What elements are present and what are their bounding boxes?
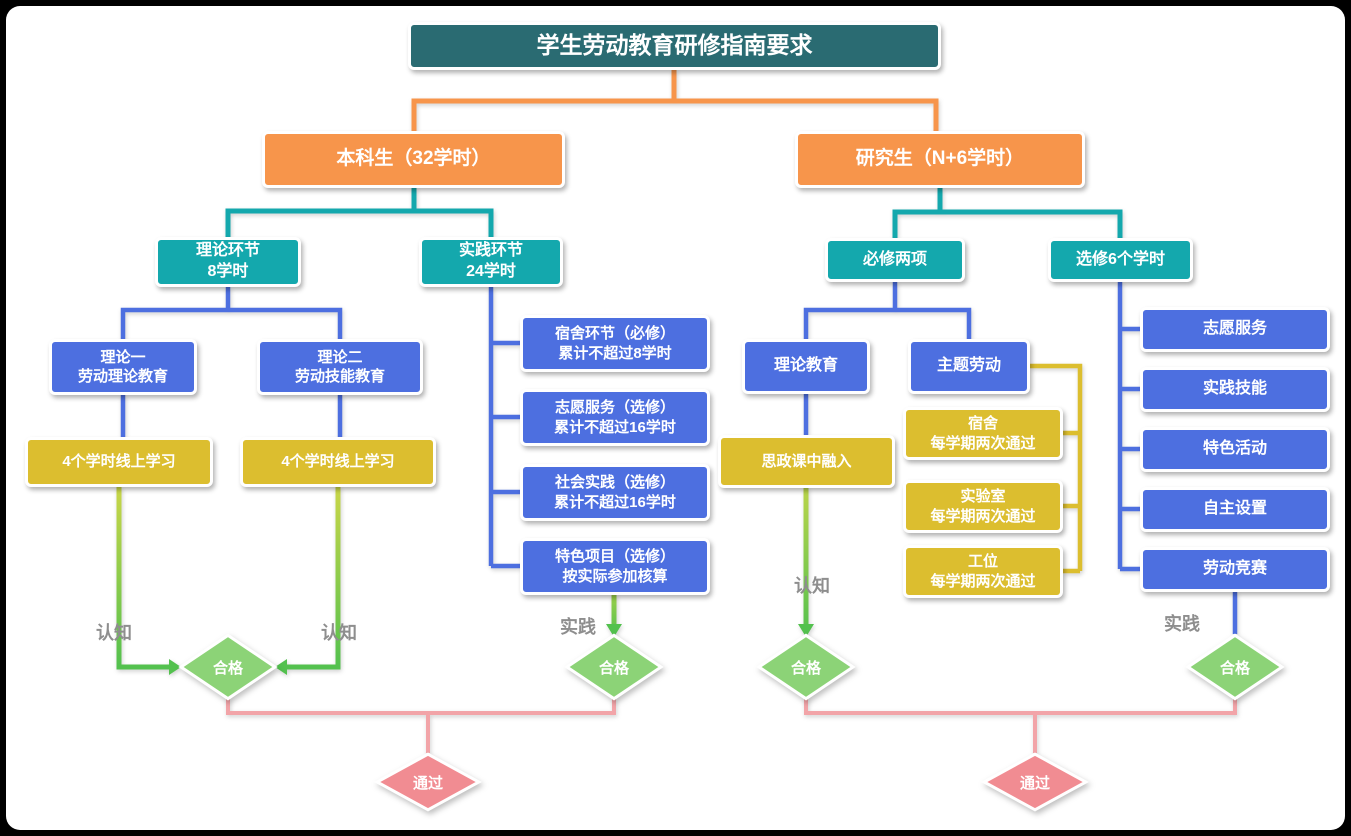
node-labor-dorm-label: 宿舍 每学期两次通过 (930, 415, 1036, 452)
node-ug-practice: 实践环节 24学时 (419, 237, 563, 287)
node-practice-dorm-label: 宿舍环节（必修） 累计不超过8学时 (554, 325, 675, 362)
node-elective6-label: 选修6个学时 (1076, 250, 1165, 268)
node-elective-self-label: 自主设置 (1202, 500, 1267, 518)
title-text: 学生劳动教育研修指南要求 (536, 32, 813, 59)
node-online1: 4个学时线上学习 (25, 437, 213, 487)
node-ug-theory-label: 理论环节 8学时 (195, 242, 260, 280)
diamond-pass-elective-grad: 合格 (1186, 634, 1284, 700)
node-grad-theory: 理论教育 (742, 339, 870, 394)
node-practice-special: 特色项目（选修） 按实际参加核算 (520, 538, 710, 595)
node-labor-dorm: 宿舍 每学期两次通过 (903, 407, 1063, 460)
node-practice-special-label: 特色项目（选修） 按实际参加核算 (554, 548, 675, 585)
node-elective-self: 自主设置 (1140, 487, 1330, 532)
node-practice-social-label: 社会实践（选修） 累计不超过16学时 (554, 474, 676, 511)
node-elective-volunteer-label: 志愿服务 (1202, 320, 1267, 338)
diamond-pass-label: 合格 (598, 659, 629, 677)
node-elective-skill: 实践技能 (1140, 367, 1330, 412)
node-grad: 研究生（N+6学时） (795, 131, 1085, 188)
teal-connector-undergrad (225, 188, 494, 237)
yellow-connector-labor (1030, 363, 1083, 574)
label-cognition-2: 认知 (321, 623, 357, 643)
diamond-shape (759, 635, 853, 698)
diamond-shape (377, 754, 479, 810)
diamond-pass-theory-ug: 合格 (179, 634, 277, 700)
diamond-final-ug: 通过 (375, 753, 481, 811)
diamond-pass-label: 合格 (212, 659, 243, 677)
node-theory1-label: 理论一 劳动理论教育 (77, 348, 168, 386)
blue-connector-practice (488, 287, 520, 569)
node-required-two-label: 必修两项 (862, 250, 927, 268)
arrow-theory1 (116, 487, 170, 670)
label-practice-2: 实践 (1164, 614, 1200, 634)
node-ug-theory: 理论环节 8学时 (155, 237, 301, 287)
arrowhead-theory2 (275, 659, 287, 675)
node-elective-skill-label: 实践技能 (1202, 380, 1267, 398)
pink-connector (226, 698, 1237, 753)
node-elective-activity-label: 特色活动 (1202, 440, 1267, 458)
node-practice-dorm: 宿舍环节（必修） 累计不超过8学时 (520, 315, 710, 372)
node-required-two: 必修两项 (825, 238, 965, 282)
diamond-pass-practice-ug: 合格 (565, 634, 663, 700)
node-practice-social: 社会实践（选修） 累计不超过16学时 (520, 464, 710, 521)
node-labor-lab-label: 实验室 每学期两次通过 (930, 488, 1036, 525)
node-practice-volunteer-label: 志愿服务（选修） 累计不超过16学时 (554, 399, 676, 436)
node-ug-practice-label: 实践环节 24学时 (458, 242, 523, 280)
node-elective-volunteer: 志愿服务 (1140, 307, 1330, 352)
diamond-pass-label: 合格 (1219, 659, 1250, 677)
blue-connector-theory (120, 287, 343, 437)
diamond-final-grad: 通过 (982, 753, 1088, 811)
node-grad-labor: 主题劳动 (908, 339, 1030, 394)
label-practice-1: 实践 (560, 617, 596, 637)
node-grad-label: 研究生（N+6学时） (855, 148, 1025, 170)
node-theory1: 理论一 劳动理论教育 (49, 339, 197, 395)
node-labor-station-label: 工位 每学期两次通过 (930, 553, 1036, 590)
node-practice-volunteer: 志愿服务（选修） 累计不超过16学时 (520, 389, 710, 446)
arrowhead-practice (606, 624, 622, 637)
node-online1-label: 4个学时线上学习 (62, 453, 176, 471)
node-elective-activity: 特色活动 (1140, 427, 1330, 472)
node-theory2-label: 理论二 劳动技能教育 (294, 348, 385, 386)
node-elective6: 选修6个学时 (1048, 238, 1193, 282)
diamond-shape (1188, 635, 1282, 698)
label-cognition-1: 认知 (96, 623, 132, 643)
node-theory2: 理论二 劳动技能教育 (257, 339, 423, 395)
blue-connector-elective (1117, 282, 1238, 634)
node-grad-theory-label: 理论教育 (773, 357, 838, 375)
teal-connector-grad (892, 188, 1123, 238)
node-undergrad-label: 本科生（32学时） (336, 148, 491, 170)
label-cognition-3: 认知 (794, 576, 830, 596)
node-labor-lab: 实验室 每学期两次通过 (903, 480, 1063, 533)
diamond-final-label: 通过 (1019, 774, 1050, 792)
node-grad-labor-label: 主题劳动 (936, 357, 1001, 375)
diamond-shape (984, 754, 1086, 810)
diamond-shape (567, 635, 661, 698)
diamond-pass-label: 合格 (790, 659, 821, 677)
node-ideology: 思政课中融入 (718, 435, 895, 488)
arrowhead-theory1 (169, 659, 181, 675)
node-elective-contest: 劳动竞赛 (1140, 547, 1330, 592)
diamond-final-label: 通过 (412, 774, 443, 792)
node-undergrad: 本科生（32学时） (262, 131, 565, 188)
node-ideology-label: 思政课中融入 (761, 452, 852, 470)
blue-connector-required (803, 282, 972, 435)
node-online2: 4个学时线上学习 (240, 437, 436, 487)
arrow-theory2 (286, 487, 341, 670)
title-node: 学生劳动教育研修指南要求 (408, 22, 941, 70)
node-labor-station: 工位 每学期两次通过 (903, 545, 1063, 598)
node-online2-label: 4个学时线上学习 (281, 453, 395, 471)
diamond-shape (181, 635, 275, 698)
orange-connector (411, 70, 939, 131)
node-elective-contest-label: 劳动竞赛 (1202, 560, 1267, 578)
diamond-pass-theory-grad: 合格 (757, 634, 855, 700)
arrowhead-grad-theory (798, 624, 814, 637)
